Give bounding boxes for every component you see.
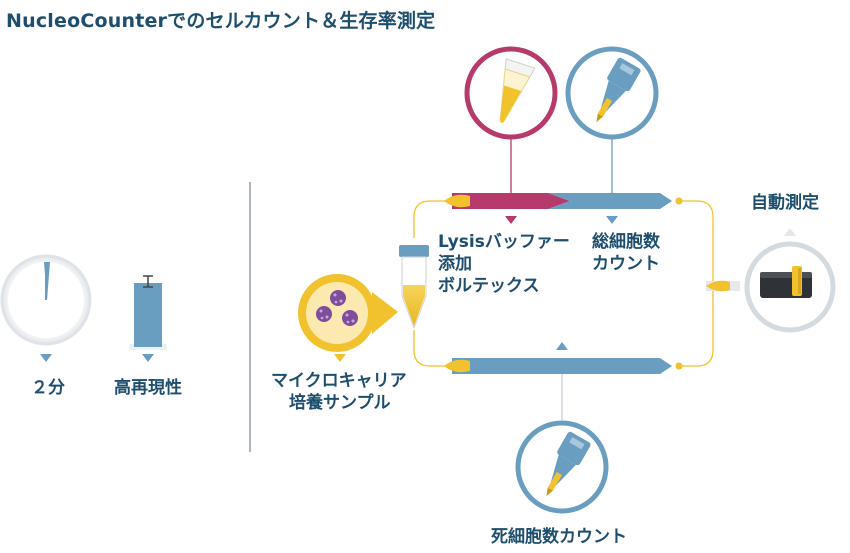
auto-measure-label: 自動測定 bbox=[751, 193, 819, 213]
total-marker-icon bbox=[606, 216, 618, 224]
lysis-marker-icon bbox=[505, 216, 517, 224]
timer-clock-icon bbox=[0, 254, 92, 346]
dead-count-label: 死細胞数カウント bbox=[491, 527, 627, 547]
counter-slide-icon bbox=[565, 46, 659, 140]
nucleocounter-instrument-icon bbox=[706, 241, 836, 333]
sample-tube-icon bbox=[399, 245, 429, 330]
lysis-buffer-tube-icon bbox=[464, 46, 558, 140]
lysis-label: Lysisバッファー 添加 ボルテックス bbox=[438, 232, 570, 296]
time-label: ２分 bbox=[31, 378, 65, 398]
page-title: NucleoCounterでのセルカウント＆生存率測定 bbox=[6, 10, 436, 32]
loop-node bbox=[675, 362, 683, 370]
time-marker-icon bbox=[40, 354, 52, 362]
total-count-label: 総細胞数 カウント bbox=[592, 232, 660, 274]
dead-counter-slide-icon bbox=[515, 420, 609, 514]
microcarrier-sample-icon bbox=[298, 274, 398, 352]
auto-marker-icon bbox=[784, 228, 796, 236]
dead-count-arrow bbox=[444, 358, 672, 374]
sample-label: マイクロキャリア 培養サンプル bbox=[271, 371, 407, 413]
reproducibility-bar-icon bbox=[129, 275, 167, 350]
sample-marker-icon bbox=[334, 354, 346, 362]
up-marker-icon bbox=[556, 342, 568, 350]
lysis-step-arrow bbox=[444, 193, 672, 209]
reproducibility-label: 高再現性 bbox=[114, 378, 182, 398]
reproducibility-marker-icon bbox=[142, 354, 154, 362]
loop-node bbox=[675, 197, 683, 205]
